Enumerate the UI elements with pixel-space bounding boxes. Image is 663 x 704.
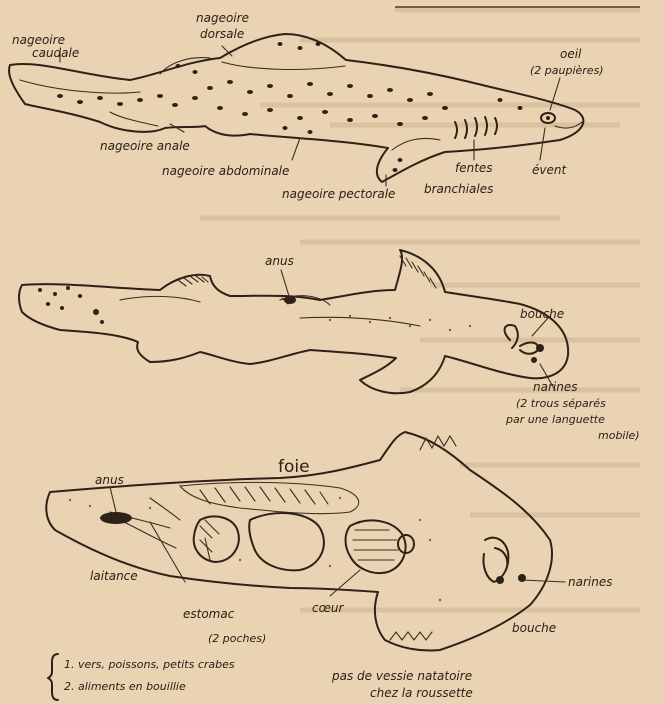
stomach — [194, 513, 324, 570]
label-estomac-2: (2 poches) — [208, 632, 266, 645]
bottom-mouth — [483, 538, 508, 582]
label-foie: foie — [278, 457, 310, 477]
label-bouche-bottom: bouche — [512, 621, 556, 635]
label-laitance: laitance — [90, 569, 138, 583]
label-nageoire-abdominale: nageoire abdominale — [162, 164, 289, 178]
label-fentes-branchiales-1: fentes — [455, 161, 493, 175]
label-oeil-2: (2 paupières) — [530, 64, 604, 77]
label-narines-middle-4: mobile) — [598, 429, 640, 442]
label-bouche-middle: bouche — [520, 307, 564, 321]
label-oeil-1: oeil — [560, 47, 582, 61]
label-fentes-branchiales-2: branchiales — [424, 182, 493, 196]
diet-note-2: 2. aliments en bouillie — [64, 680, 186, 693]
label-nageoire-dorsale-1: nageoire — [196, 11, 249, 25]
label-coeur: cœur — [312, 601, 345, 615]
shark-ventral-view — [19, 250, 568, 393]
label-estomac-1: estomac — [183, 607, 235, 621]
heart — [346, 520, 406, 573]
liver — [180, 482, 359, 513]
label-anus-bottom: anus — [95, 473, 124, 487]
label-nageoire-caudale-1: nageoire — [12, 33, 65, 47]
label-narines-bottom: narines — [568, 575, 612, 589]
label-nageoire-dorsale-2: dorsale — [200, 27, 244, 41]
side-body-outline — [9, 34, 583, 182]
label-vessie-1: pas de vessie natatoire — [331, 669, 472, 683]
label-nageoire-caudale-2: caudale — [32, 46, 79, 60]
label-vessie-2: chez la roussette — [370, 686, 473, 700]
diet-brace — [48, 654, 58, 700]
label-narines-middle-1: narines — [533, 380, 577, 394]
shark-side-view — [9, 34, 583, 182]
label-narines-middle-2: (2 trous séparés — [516, 397, 606, 410]
label-event: évent — [532, 163, 567, 177]
label-nageoire-pectorale: nageoire pectorale — [282, 187, 395, 201]
label-nageoire-anale: nageoire anale — [100, 139, 190, 153]
label-anus-middle: anus — [265, 254, 294, 268]
diet-note-1: 1. vers, poissons, petits crabes — [64, 658, 235, 671]
label-narines-middle-3: par une languette — [505, 413, 605, 426]
